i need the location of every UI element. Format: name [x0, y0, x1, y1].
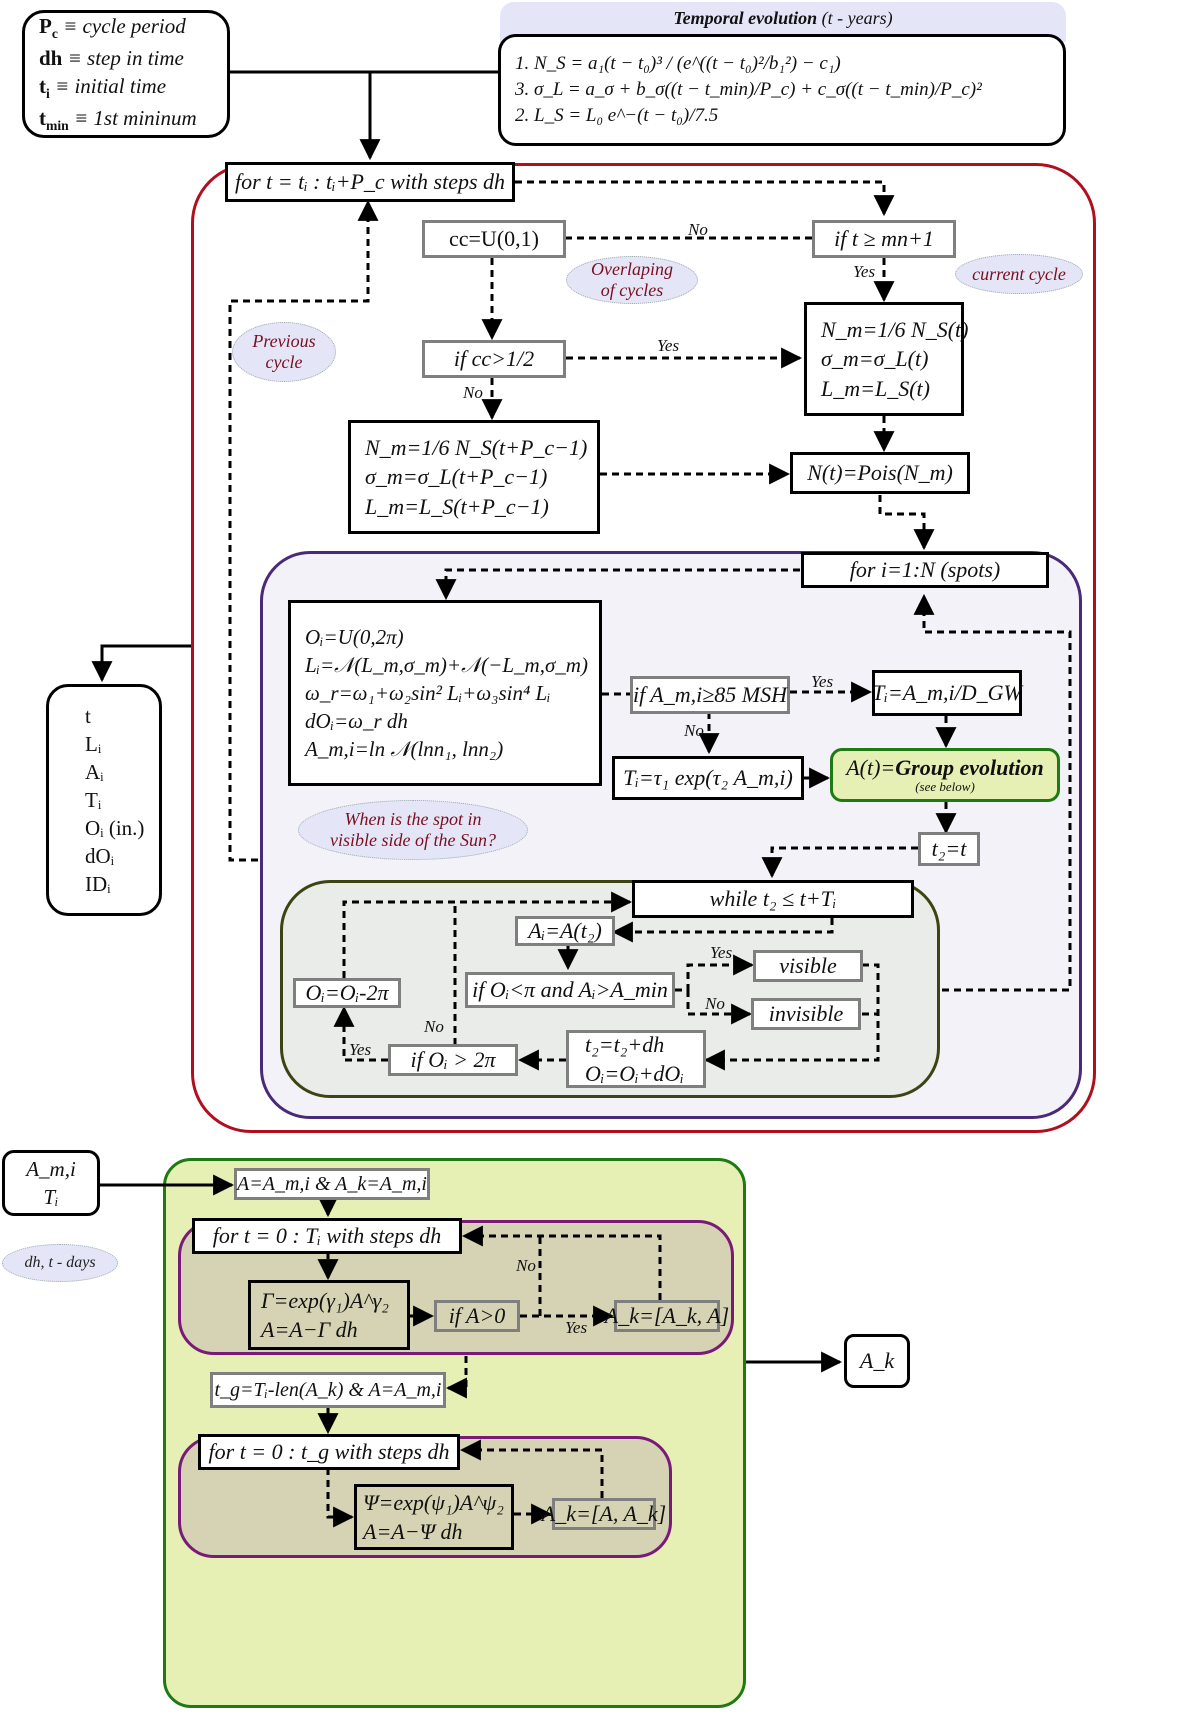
temporal-title: Temporal evolution — [673, 8, 818, 28]
oi-wrap-box: Oᵢ=Oᵢ-2π — [293, 978, 401, 1008]
edge-label-no: No — [463, 383, 483, 402]
spots-loop-box: for i=1:N (spots) — [801, 552, 1049, 588]
append-growth-box: A_k=[A, A_k] — [542, 1498, 666, 1530]
edge-label-yes: Yes — [565, 1318, 588, 1337]
lifetime-large-box: Tᵢ=A_m,i/D_GW — [872, 670, 1022, 716]
if-t-box: if t ≥ mn+1 — [812, 220, 956, 258]
outer-cycle-region — [191, 163, 1096, 1133]
if-positive-box: if A>0 — [434, 1300, 520, 1332]
group-output: A_k — [844, 1334, 910, 1388]
edge-label-no: No — [684, 721, 704, 740]
legend-line: dh ≡ step in time — [39, 45, 184, 70]
edge-label-yes: Yes — [811, 672, 834, 691]
append-decay-box: A_k=[A_k, A] — [605, 1300, 729, 1332]
poisson-box: N(t)=Pois(N_m) — [790, 452, 970, 494]
spot-init-box: Oᵢ=U(0,2π)Lᵢ=𝒩(L_m,σ_m)+𝒩(−L_m,σ_m)ω_r=ω… — [288, 600, 602, 786]
decay-loop-box: for t = 0 : Tᵢ with steps dh — [192, 1218, 462, 1254]
edge-label-no: No — [705, 994, 725, 1013]
legend-line: ti ≡ initial time — [39, 74, 167, 102]
t2-init-box: t₂=t — [918, 832, 980, 866]
if-area-box: if A_m,i≥85 MSH — [630, 676, 790, 714]
area-at-t2-box: Aᵢ=A(t₂) — [515, 916, 615, 946]
lifetime-small-box: Tᵢ=τ₁ exp(τ₂ A_m,i) — [612, 756, 804, 800]
edge-label-no: No — [688, 220, 708, 239]
temporal-equations: 1. N_S = a₁(t − t₀)³ / (e^((t − t₀)²/b₁²… — [498, 34, 1066, 146]
cc-random-box: cc=U(0,1) — [422, 220, 566, 258]
growth-loop-box: for t = 0 : t_g with steps dh — [198, 1434, 460, 1470]
equation-ls: 2. L_S = L₀ e^−(t − t₀)/7.5 — [515, 104, 719, 126]
edge-label-yes: Yes — [657, 336, 680, 355]
current-cycle-box: N_m=1/6 N_S(t)σ_m=σ_L(t)L_m=L_S(t) — [804, 302, 968, 416]
edge-label-yes: Yes — [853, 262, 876, 281]
temporal-unit: (t - years) — [821, 8, 893, 28]
bubble-days-unit: dh, t - days — [2, 1244, 118, 1282]
wire-region-output — [91, 644, 191, 683]
tg-box: t_g=Tᵢ-len(A_k) & A=A_m,i — [210, 1372, 446, 1408]
edge-label-no: No — [516, 1256, 536, 1275]
while-loop-box: while t₂ ≤ t+Tᵢ — [632, 880, 914, 918]
invisible-box: invisible — [751, 998, 861, 1030]
equation-sigma: 3. σ_L = a_σ + b_σ((t − t_min)/P_c) + c_… — [515, 79, 982, 101]
if-cc-box: if cc>1/2 — [422, 340, 566, 378]
previous-cycle-box: N_m=1/6 N_S(t+P_c−1)σ_m=σ_L(t+P_c−1)L_m=… — [348, 420, 600, 534]
edge-label-yes: Yes — [349, 1040, 372, 1059]
legend-line: tmin ≡ 1st mininum — [39, 106, 197, 134]
visible-box: visible — [753, 950, 863, 982]
outer-loop-box: for t = tᵢ : tᵢ+P_c with steps dh — [225, 162, 515, 202]
if-oi-box: if Oᵢ > 2π — [388, 1044, 518, 1076]
edge-label-no: No — [424, 1017, 444, 1036]
edge-label-yes: Yes — [710, 943, 733, 962]
group-init-box: A=A_m,i & A_k=A_m,i — [234, 1168, 430, 1200]
if-visible-box: if Oᵢ<π and Aᵢ>A_min — [465, 972, 675, 1008]
legend-line: Pc ≡ cycle period — [39, 14, 186, 42]
group-evolution-box: A(t)=Group evolution (see below) — [830, 748, 1060, 802]
parameter-legend: Pc ≡ cycle period dh ≡ step in time ti ≡… — [22, 10, 230, 138]
bubble-current-cycle: current cycle — [955, 254, 1083, 294]
equation-ns: 1. N_S = a₁(t − t₀)³ / (e^((t − t₀)²/b₁²… — [515, 53, 841, 75]
